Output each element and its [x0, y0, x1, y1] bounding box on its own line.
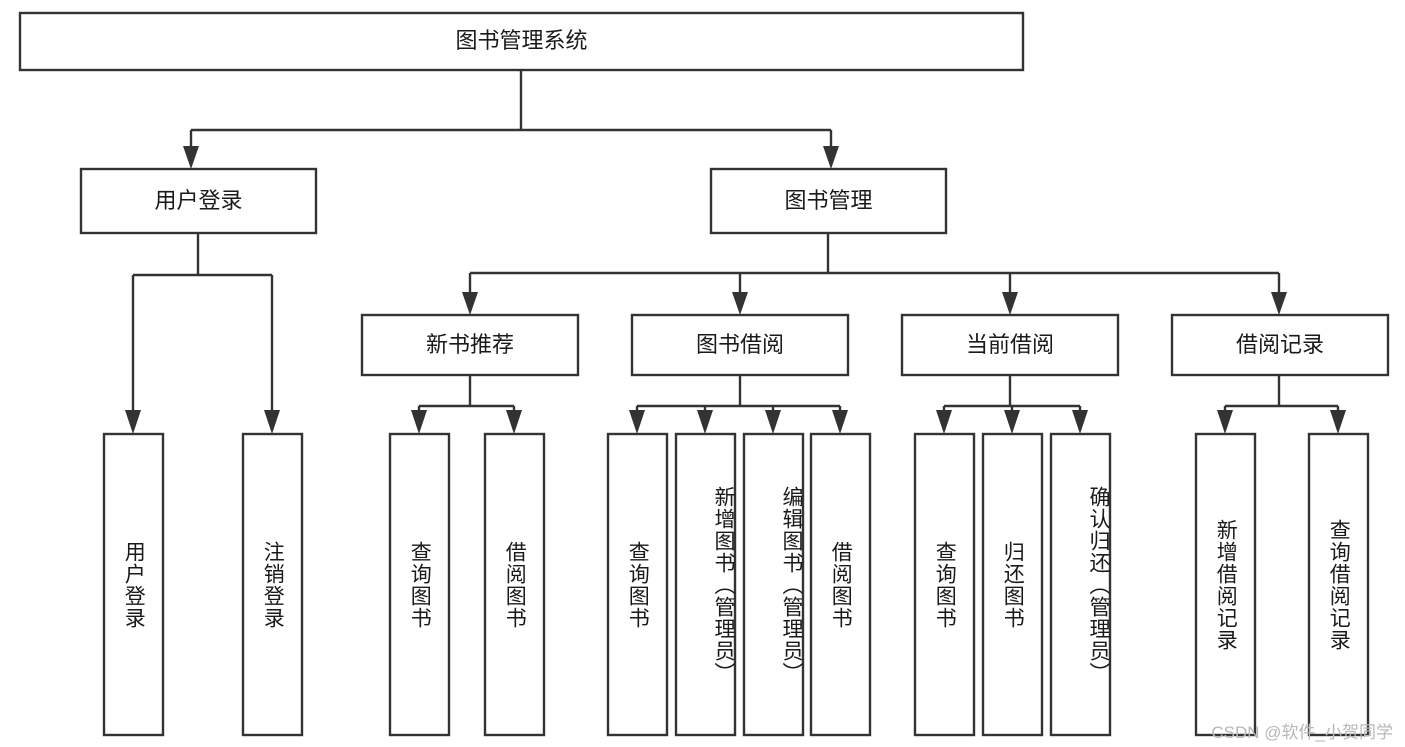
node-box-leaf-borrow-book-1[interactable]: [483, 432, 546, 737]
node-box-layer: [18, 11, 1390, 737]
node-box-book-manage[interactable]: [709, 167, 948, 235]
arrow-head-new-book-recommend: [462, 292, 478, 315]
arrow-head-leaf-logout: [264, 410, 280, 434]
edge-root-to-level2: [189, 70, 833, 152]
node-box-leaf-borrow-book-2[interactable]: [809, 432, 872, 737]
node-box-leaf-logout[interactable]: [241, 432, 304, 737]
node-box-leaf-return-book[interactable]: [981, 432, 1044, 737]
node-box-leaf-query-book-3[interactable]: [913, 432, 976, 737]
arrow-head-leaf-user-login: [125, 410, 141, 434]
node-box-book-borrow[interactable]: [630, 313, 850, 377]
node-box-leaf-confirm-return[interactable]: [1049, 432, 1112, 737]
arrow-head-leaf-query-book-2: [629, 410, 645, 434]
arrow-head-leaf-borrow-book-1: [506, 410, 522, 434]
node-box-new-book-recommend[interactable]: [360, 313, 580, 377]
arrow-head-leaf-return-book: [1004, 410, 1020, 434]
edge-userlogin-to-leaves: [131, 233, 274, 415]
arrow-head-leaf-confirm-return: [1072, 410, 1088, 434]
arrow-head-leaf-edit-book: [765, 410, 781, 434]
node-box-borrow-record[interactable]: [1170, 313, 1390, 377]
arrow-head-leaf-add-book: [697, 410, 713, 434]
edge-currentborrow-to-leaves: [942, 375, 1082, 415]
node-box-leaf-query-record[interactable]: [1307, 432, 1370, 737]
arrow-head-user-login: [183, 146, 199, 169]
node-box-leaf-edit-book[interactable]: [742, 432, 805, 737]
node-box-current-borrow[interactable]: [900, 313, 1120, 377]
edge-newbook-to-leaves: [417, 375, 516, 415]
node-box-user-login[interactable]: [79, 167, 318, 235]
arrow-head-leaf-query-record: [1330, 410, 1346, 434]
arrow-head-borrow-record: [1271, 292, 1287, 315]
arrow-head-leaf-query-book-3: [936, 410, 952, 434]
connector-layer: [125, 70, 1346, 434]
edge-borrowrecord-to-leaves: [1223, 375, 1340, 415]
arrow-head-book-borrow: [732, 292, 748, 315]
edge-bookborrow-to-leaves: [635, 375, 842, 415]
node-box-leaf-add-record[interactable]: [1194, 432, 1257, 737]
arrow-head-leaf-add-record: [1217, 410, 1233, 434]
edge-bookmanage-to-level3: [468, 233, 1281, 297]
arrow-head-leaf-borrow-book-2: [832, 410, 848, 434]
node-box-leaf-add-book[interactable]: [674, 432, 737, 737]
node-box-leaf-query-book-2[interactable]: [606, 432, 669, 737]
arrow-head-book-manage: [823, 146, 839, 169]
node-box-root[interactable]: [18, 11, 1025, 72]
arrow-head-leaf-query-book-1: [411, 410, 427, 434]
node-box-leaf-user-login[interactable]: [102, 432, 165, 737]
node-box-leaf-query-book-1[interactable]: [388, 432, 451, 737]
arrow-head-current-borrow: [1002, 292, 1018, 315]
